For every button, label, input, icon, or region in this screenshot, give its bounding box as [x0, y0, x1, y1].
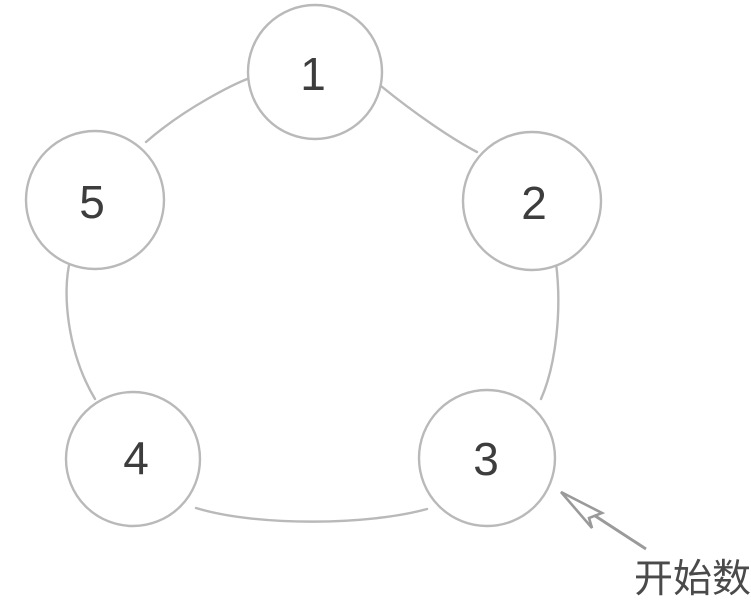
node-2-circle[interactable]: [461, 130, 603, 272]
node-3-circle[interactable]: [417, 388, 557, 528]
node-2[interactable]: 2: [461, 130, 603, 272]
node-1-circle[interactable]: [246, 3, 384, 141]
node-1-label: 1: [300, 48, 326, 100]
start-pointer-annotation: 开始数: [560, 490, 751, 602]
edge-2-to-3: [539, 261, 560, 401]
edge-1-to-2: [379, 84, 479, 154]
node-5-circle[interactable]: [24, 129, 166, 271]
node-3[interactable]: 3: [417, 388, 557, 528]
edge-group: [65, 76, 560, 523]
node-2-label: 2: [521, 177, 547, 229]
edge-3-to-4: [194, 506, 429, 523]
edge-5-to-1: [144, 76, 252, 144]
node-5[interactable]: 5: [24, 129, 166, 271]
node-3-label: 3: [473, 433, 499, 485]
edge-4-to-5: [65, 259, 97, 401]
node-4[interactable]: 4: [64, 390, 202, 528]
node-1[interactable]: 1: [246, 3, 384, 141]
node-4-label: 4: [123, 432, 149, 484]
node-4-circle[interactable]: [64, 390, 202, 528]
node-5-label: 5: [79, 176, 105, 228]
pointer-arrow-head-icon: [560, 490, 606, 529]
start-pointer-label: 开始数: [634, 557, 751, 602]
